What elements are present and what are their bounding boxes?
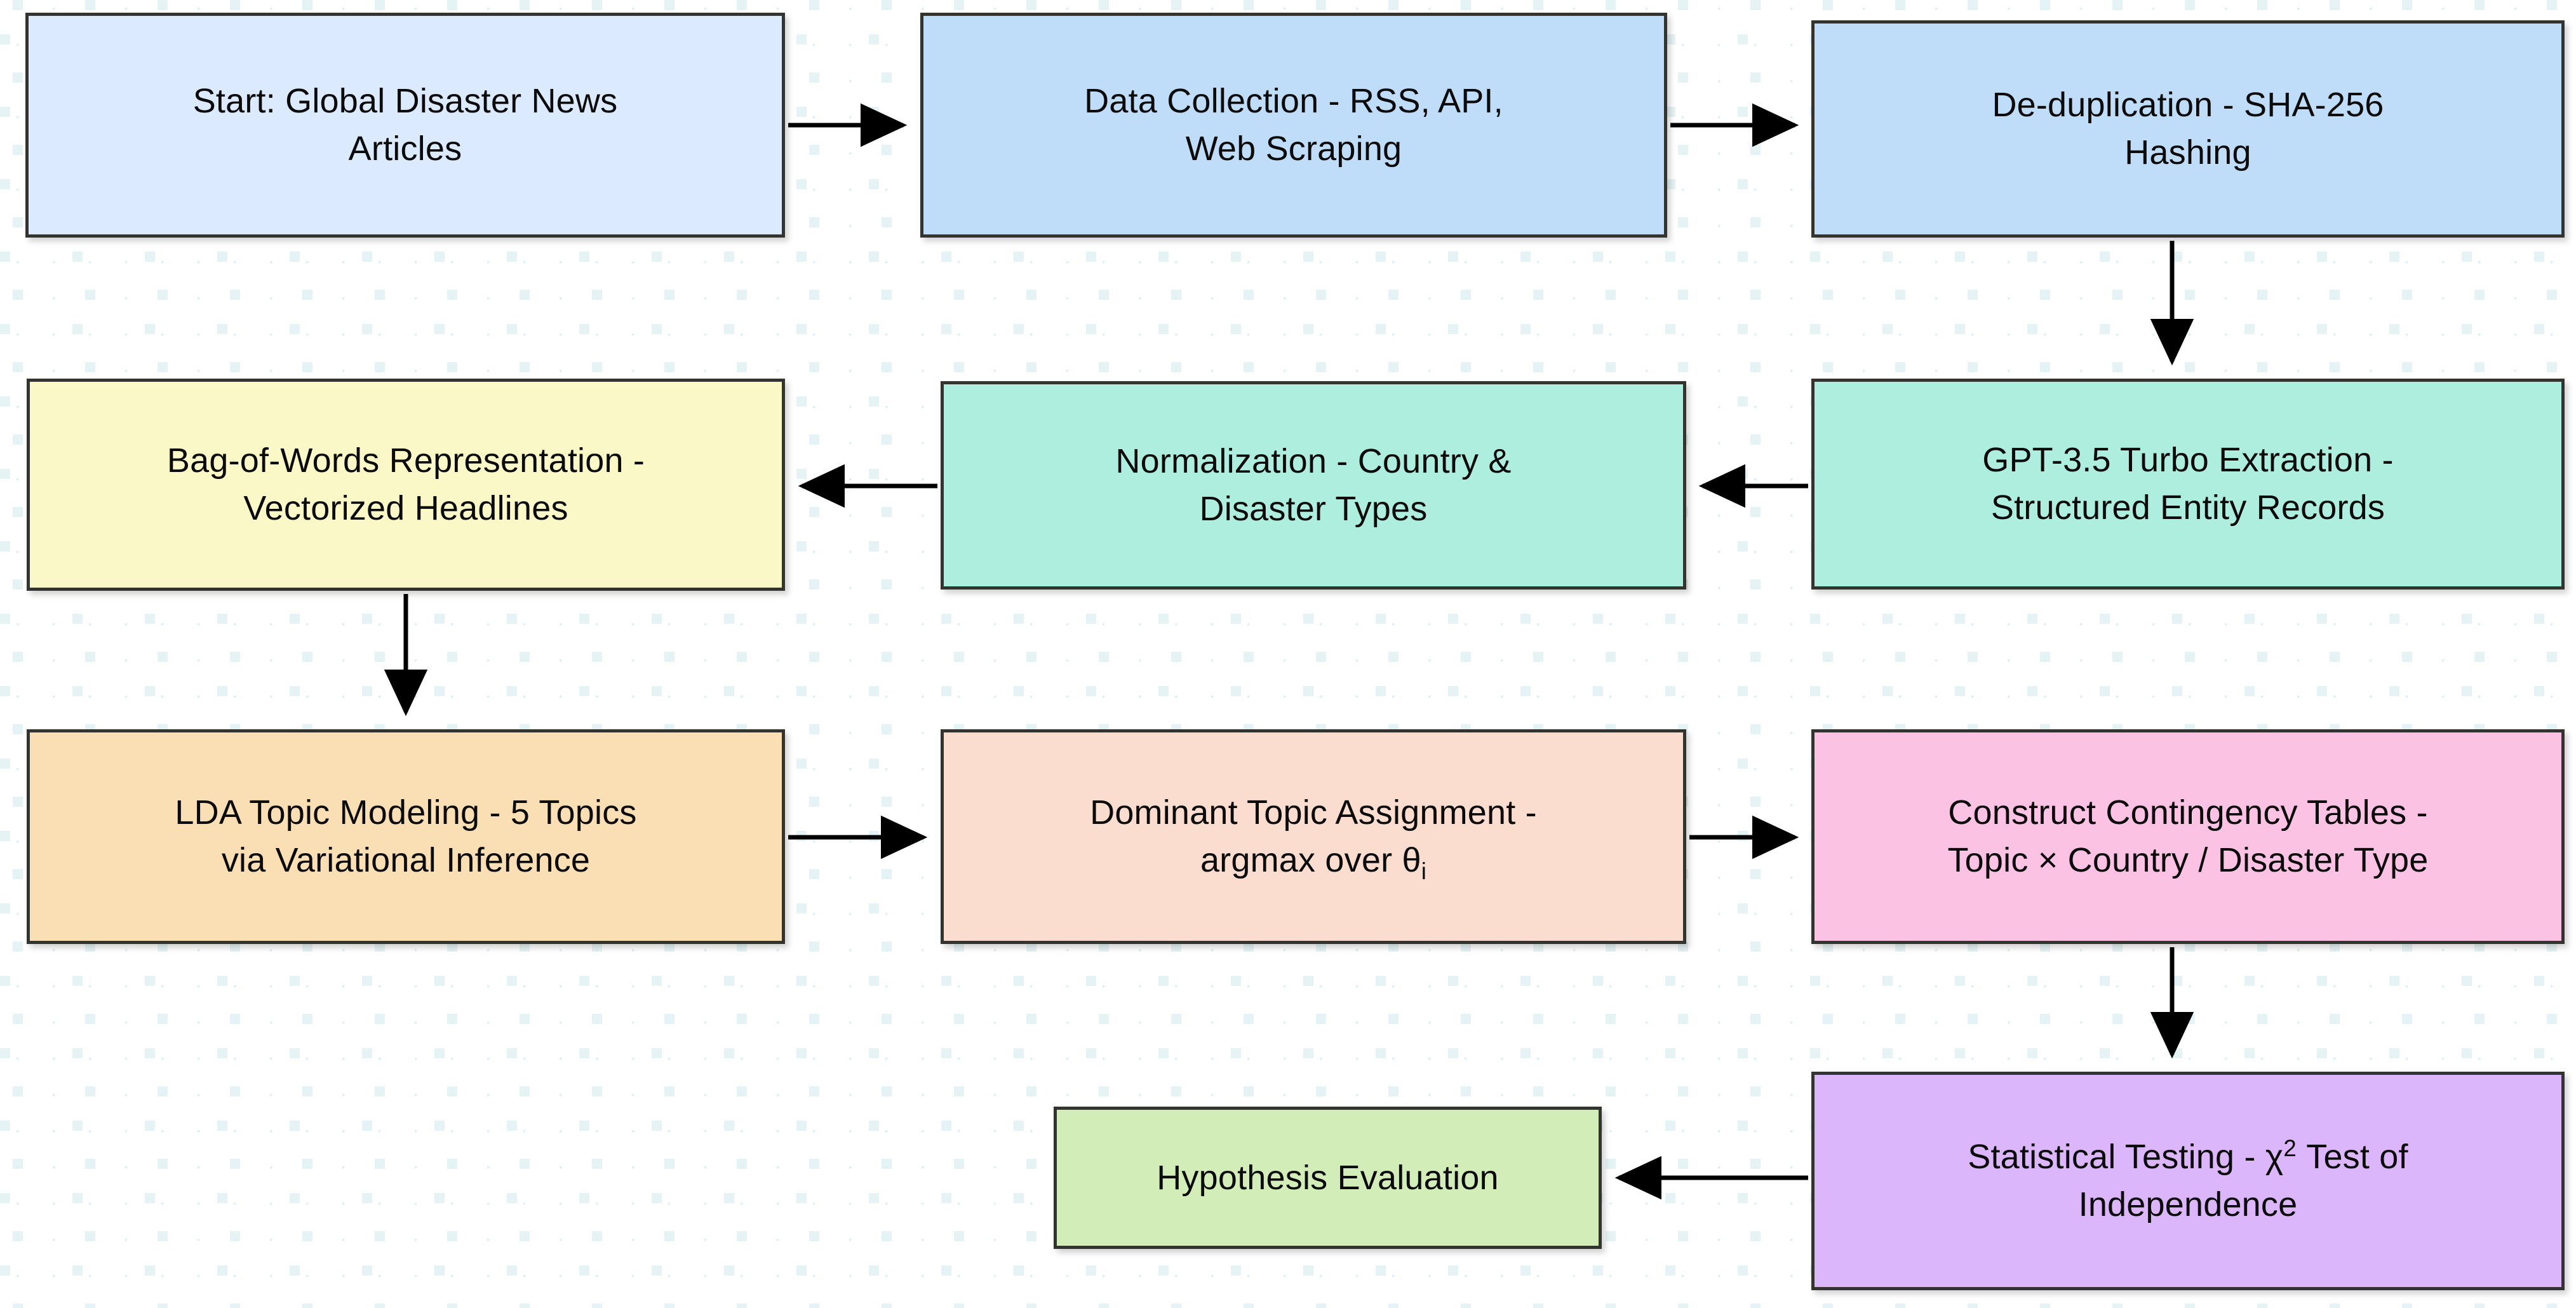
node-start-label: Start: Global Disaster News Articles: [192, 82, 618, 168]
node-deduplication-label: De-duplication - SHA-256 Hashing: [1992, 86, 2384, 172]
node-gpt-extraction[interactable]: GPT-3.5 Turbo Extraction - Structured En…: [1811, 379, 2565, 590]
node-gpt-extraction-label: GPT-3.5 Turbo Extraction - Structured En…: [1982, 441, 2394, 527]
node-bag-of-words[interactable]: Bag-of-Words Representation - Vectorized…: [27, 379, 785, 591]
node-statistical-testing-label: Statistical Testing - χ2 Test of Indepen…: [1968, 1135, 2408, 1224]
node-statistical-testing[interactable]: Statistical Testing - χ2 Test of Indepen…: [1811, 1072, 2565, 1290]
node-hypothesis-evaluation[interactable]: Hypothesis Evaluation: [1054, 1107, 1602, 1249]
node-hypothesis-evaluation-label: Hypothesis Evaluation: [1157, 1158, 1499, 1197]
node-normalization[interactable]: Normalization - Country & Disaster Types: [941, 381, 1686, 590]
node-start[interactable]: Start: Global Disaster News Articles: [25, 13, 785, 238]
node-data-collection[interactable]: Data Collection - RSS, API, Web Scraping: [920, 13, 1667, 238]
node-deduplication[interactable]: De-duplication - SHA-256 Hashing: [1811, 20, 2565, 238]
node-data-collection-label: Data Collection - RSS, API, Web Scraping: [1084, 82, 1503, 168]
node-lda-topic-modeling-label: LDA Topic Modeling - 5 Topics via Variat…: [175, 793, 637, 879]
node-bag-of-words-label: Bag-of-Words Representation - Vectorized…: [166, 442, 645, 527]
node-dominant-topic-assignment[interactable]: Dominant Topic Assignment - argmax over …: [941, 729, 1686, 944]
node-dominant-topic-assignment-label: Dominant Topic Assignment - argmax over …: [1090, 793, 1537, 884]
node-normalization-label: Normalization - Country & Disaster Types: [1115, 442, 1512, 528]
node-contingency-tables[interactable]: Construct Contingency Tables - Topic × C…: [1811, 729, 2565, 944]
node-lda-topic-modeling[interactable]: LDA Topic Modeling - 5 Topics via Variat…: [27, 729, 785, 944]
node-contingency-tables-label: Construct Contingency Tables - Topic × C…: [1947, 793, 2429, 879]
